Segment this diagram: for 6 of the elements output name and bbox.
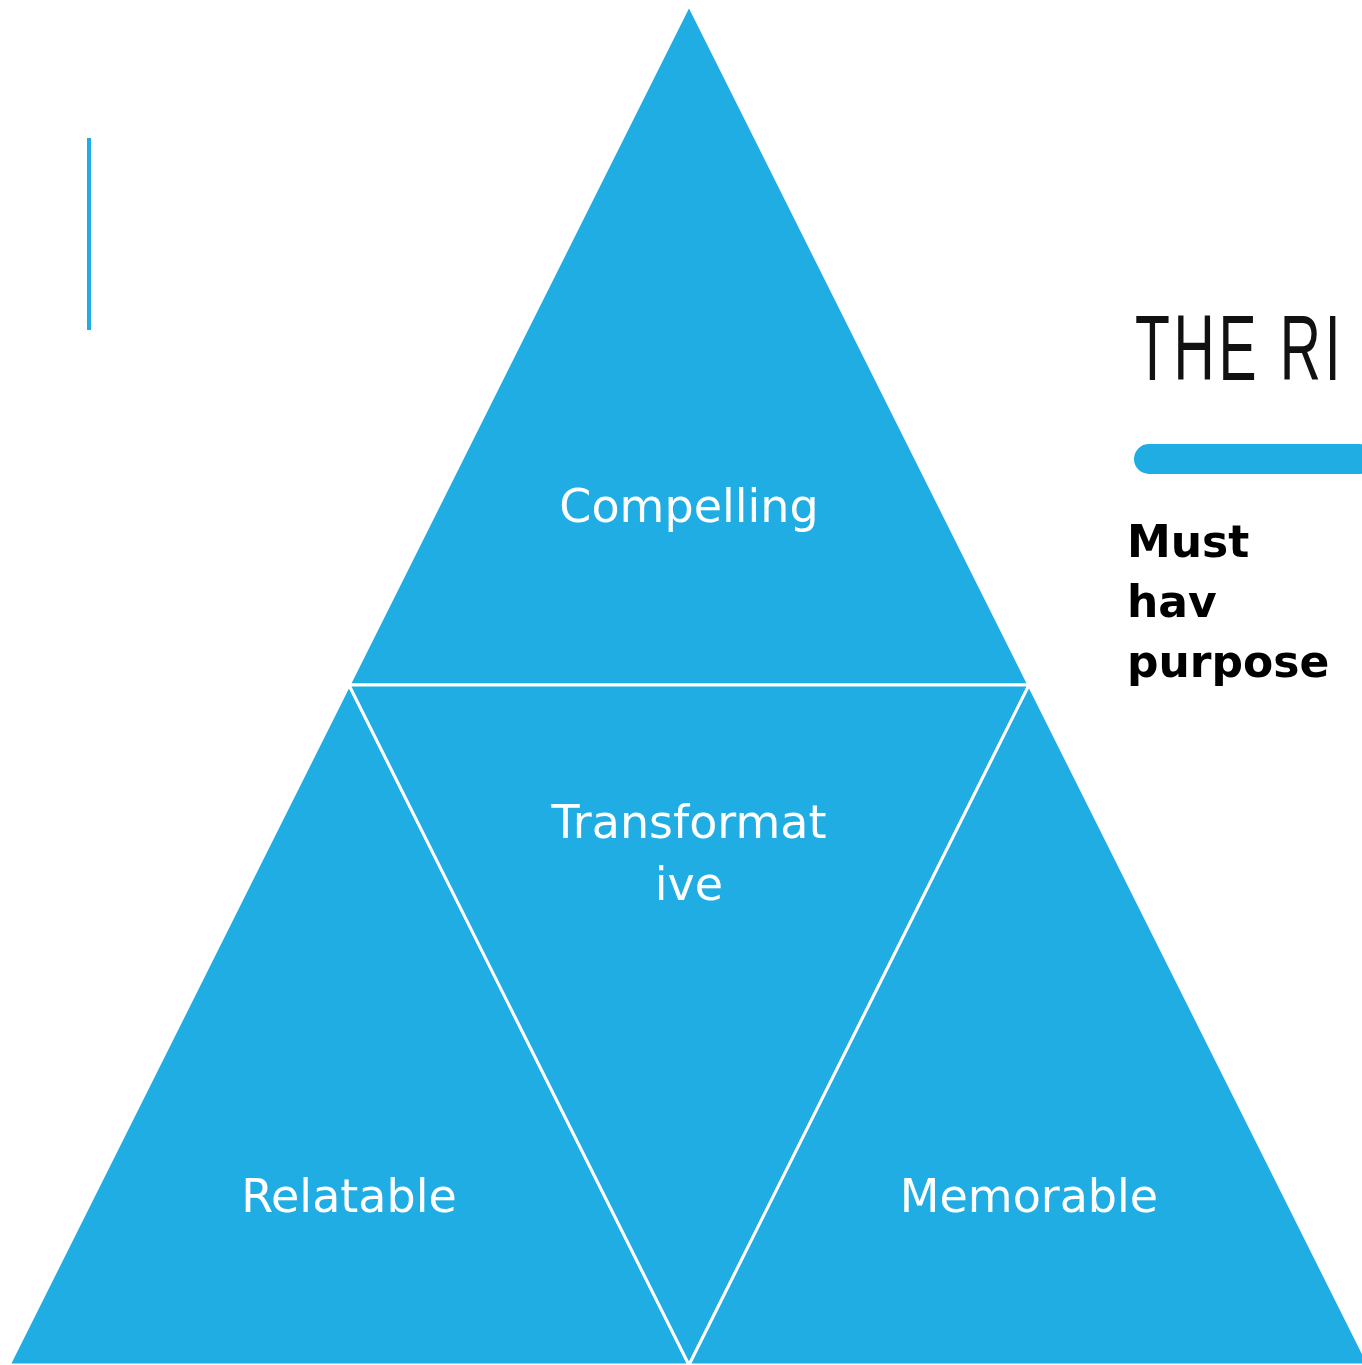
triangle-label: Compelling [558,478,820,535]
subtitle-text: Must hav purpose [1127,515,1331,689]
triangle-label: Relatable [240,1168,458,1225]
triangle-label: Transformat ive [550,794,828,913]
slide-title: THE RI [1135,296,1345,401]
triangle-label: Memorable [898,1168,1160,1225]
